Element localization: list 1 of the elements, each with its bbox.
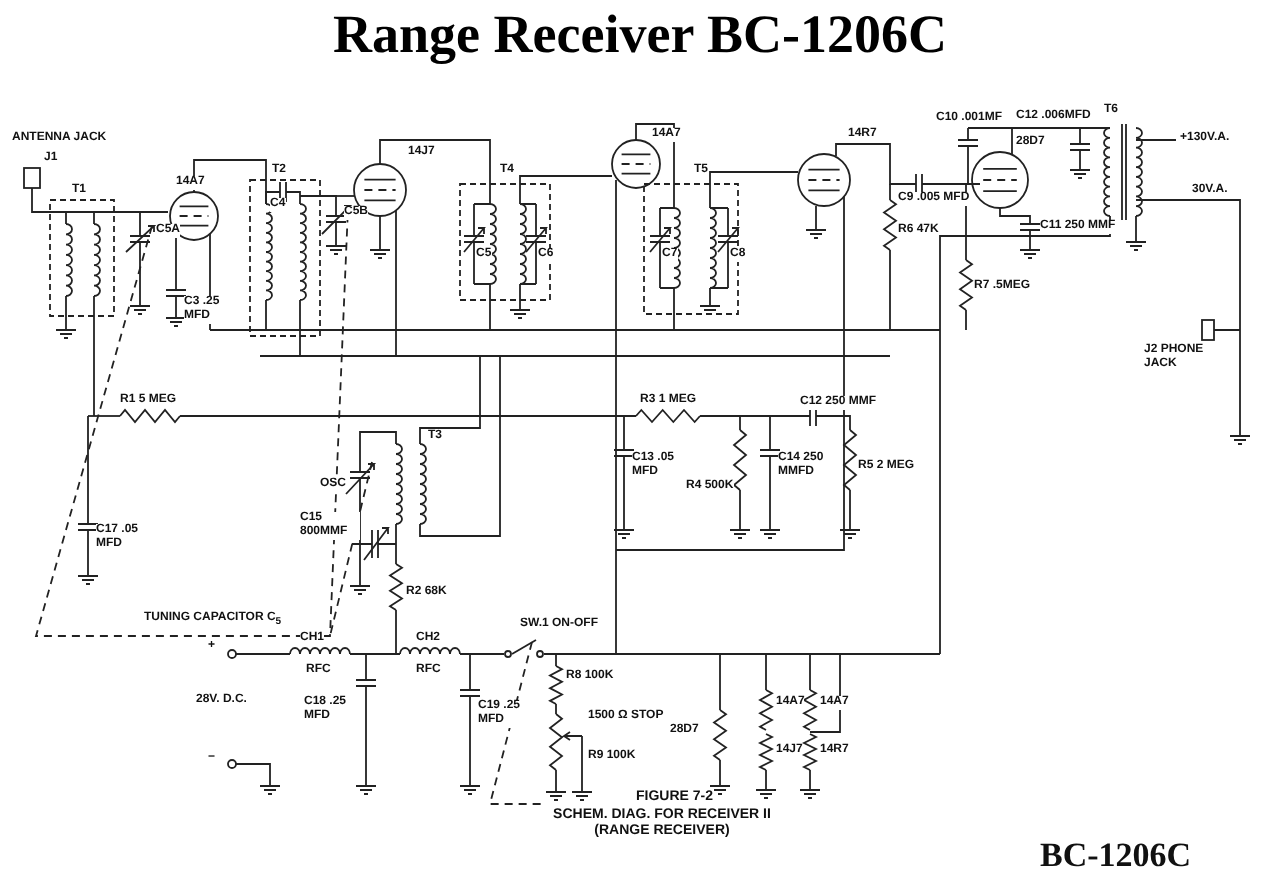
title: Range Receiver BC-1206C: [331, 4, 949, 66]
